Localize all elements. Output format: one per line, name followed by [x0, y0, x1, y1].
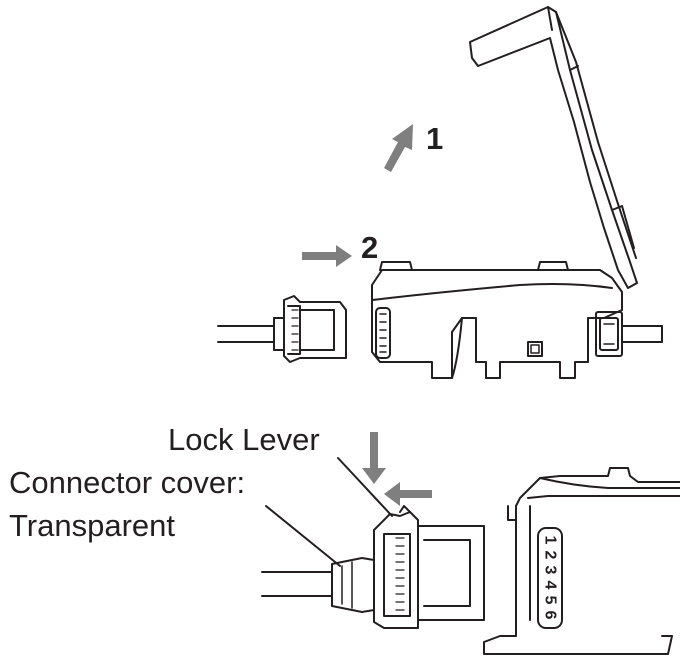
- amplifier-body: [371, 261, 663, 379]
- amplifier-side-view: [483, 467, 680, 655]
- lock-lever-left-arrow: [384, 482, 432, 506]
- terminal-number-list: 1 2 3 4 5 6: [542, 536, 559, 620]
- terminal-number-3: 3: [542, 566, 559, 575]
- terminal-number-2: 2: [542, 551, 559, 560]
- terminal-number-1: 1: [542, 536, 559, 545]
- lock-lever-callout-line: [337, 457, 393, 517]
- terminal-number-4: 4: [542, 581, 559, 590]
- connector-top: [217, 295, 347, 363]
- top-illustration: [217, 6, 663, 379]
- connector-bottom: [261, 505, 485, 629]
- protective-cover: [469, 6, 638, 289]
- lock-lever-label: Lock Lever: [168, 422, 320, 457]
- connector-cover-callout-line: [265, 505, 341, 567]
- step-1-label: 1: [426, 121, 444, 156]
- step-2-arrow: [302, 245, 352, 267]
- connector-cover-label: Connector cover:: [9, 465, 246, 500]
- step-1-arrow: [384, 124, 413, 172]
- connector-cover-transparent-label: Transparent: [9, 508, 175, 543]
- step-2-label: 2: [361, 230, 379, 265]
- lock-lever-down-arrow: [362, 432, 386, 484]
- terminal-number-6: 6: [542, 611, 559, 620]
- terminal-number-5: 5: [542, 596, 559, 605]
- bottom-illustration: [261, 432, 680, 655]
